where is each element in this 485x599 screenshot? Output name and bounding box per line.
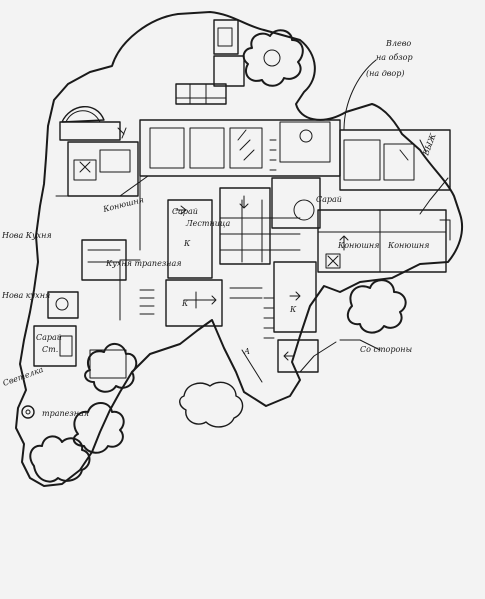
label-vyzh: ВЫЖ: [421, 131, 438, 157]
label-new-kitchen-upper: Нова Кухня: [1, 231, 52, 240]
central-complex: [119, 119, 341, 373]
label-kitchen-dining: Кухня трапезная: [105, 259, 182, 268]
label-stable-1: Конюшня: [101, 195, 144, 214]
label-barn-1: Сарай: [172, 207, 198, 216]
label-bottom-left-2: Ст.: [42, 345, 58, 354]
label-letter-k-2: К: [181, 299, 189, 308]
label-top-right-1: Влево: [385, 39, 411, 48]
site-boundary: [15, 11, 464, 487]
label-stable-3: Конюшня: [387, 241, 429, 250]
leader-lines: [241, 59, 449, 383]
label-refectory-bottom: трапезная: [42, 409, 89, 418]
label-new-kitchen-lower: Нова кухня: [1, 291, 50, 300]
label-bottom-left-1: Сарай: [36, 333, 62, 342]
west-buildings: [33, 239, 127, 379]
east-wing: [317, 129, 451, 273]
label-top-right-3: (на двор): [366, 69, 405, 78]
movement-arrows: [175, 195, 349, 361]
north-west-building: [55, 105, 149, 197]
label-letter-k-1: К: [183, 239, 191, 248]
label-stable-2: Конюшня: [337, 241, 379, 250]
label-letter-a: А: [243, 347, 250, 356]
tree-top: [242, 29, 304, 87]
trees-lower-left: [21, 343, 244, 483]
label-bottom-right: Со стороны: [360, 345, 412, 354]
upper-tower: [175, 19, 245, 105]
label-letter-k-3: К: [289, 305, 297, 314]
label-barn-2: Сарай: [316, 195, 342, 204]
label-top-right-2: на обзор: [376, 53, 413, 62]
trees-right: [339, 279, 407, 351]
label-staircase: Лестница: [185, 219, 230, 228]
label-bottom-left-3: Светелка: [2, 365, 45, 388]
